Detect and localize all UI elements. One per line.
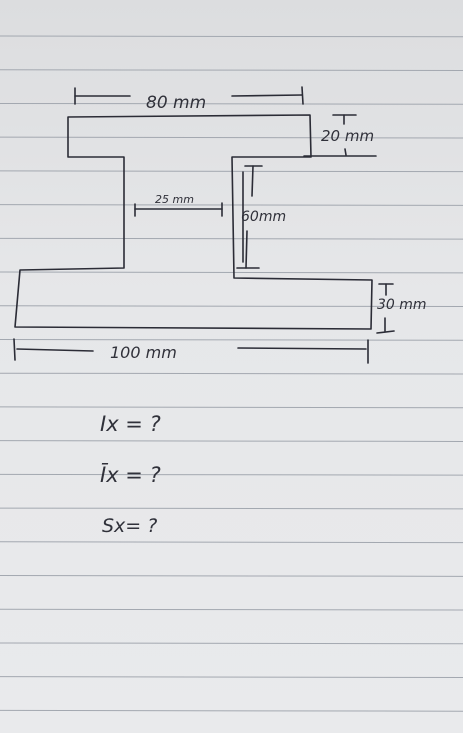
dim-25-label: 25 mm [155, 193, 194, 206]
dim-100-line-left [16, 348, 94, 352]
question-ix: Ix = ? [100, 412, 161, 436]
dim-30-label: 30 mm [377, 297, 427, 313]
ruled-line [0, 372, 463, 375]
dim-30-bottom-bar [376, 330, 395, 334]
dim-60-label: 60mm [241, 209, 286, 225]
ruled-line [0, 676, 463, 678]
question-ix-bar: Īx = ? [100, 463, 161, 487]
dim-80-label: 80 mm [146, 93, 206, 113]
ruled-line [0, 204, 463, 206]
ruled-line [0, 271, 463, 274]
dim-60-stem-top [251, 165, 254, 197]
ruled-line [0, 608, 463, 611]
ruled-lines [0, 35, 463, 712]
ruled-line [0, 709, 463, 712]
ruled-line [0, 102, 463, 105]
ruled-line [0, 541, 463, 544]
ruled-line [0, 440, 463, 442]
dim-100-tick-left [13, 338, 16, 361]
dim-60-stem-bottom [245, 230, 248, 269]
ruled-line [0, 338, 463, 341]
ruled-line [0, 69, 463, 72]
dim-80-line-right [231, 94, 303, 97]
ruled-line [0, 642, 463, 645]
dim-100-label: 100 mm [110, 343, 177, 362]
ruled-line [0, 237, 463, 240]
ruled-line [0, 35, 463, 38]
dim-20-label: 20 mm [321, 127, 374, 145]
ruled-line [0, 473, 463, 476]
ruled-line [0, 575, 463, 577]
dim-20-stem-lower [344, 148, 347, 156]
dim-100-line-right [237, 347, 367, 350]
question-sx: Sx= ? [102, 515, 157, 537]
ruled-line [0, 305, 463, 308]
ruled-line [0, 136, 463, 139]
ruled-line [0, 406, 463, 409]
dim-80-tick-right [301, 86, 304, 105]
section-outline [14, 114, 373, 330]
ruled-line [0, 507, 463, 510]
